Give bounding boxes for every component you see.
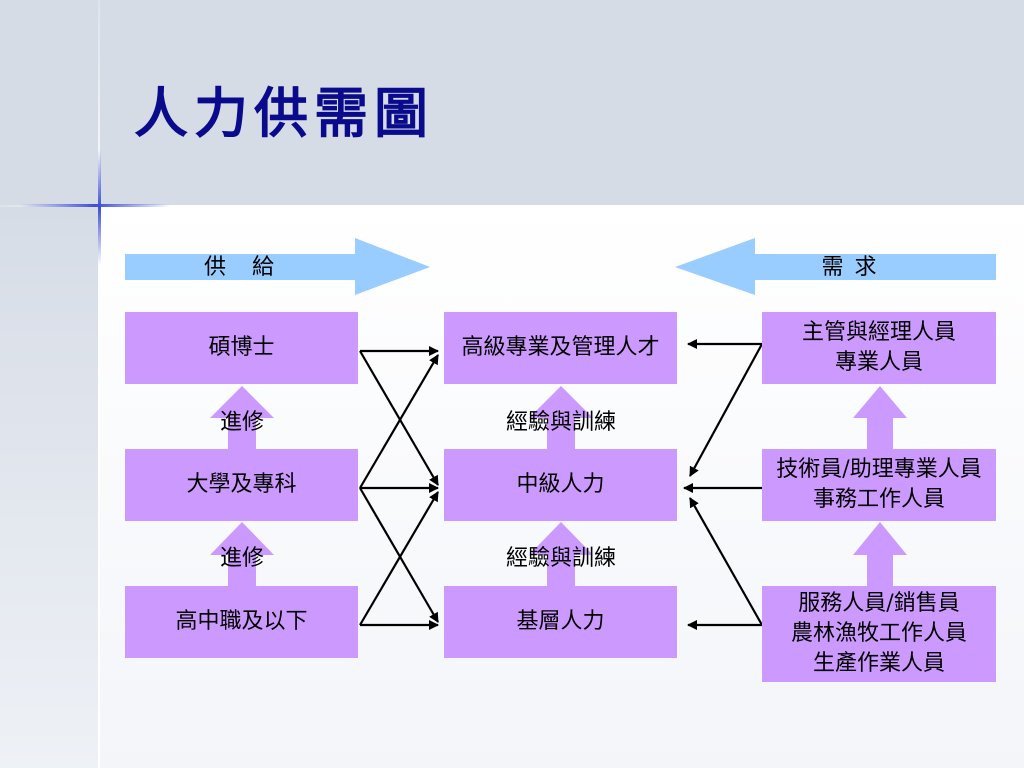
supply-up-arrow-2 [210,522,274,586]
supply-step-label-2: 進修 [219,546,264,571]
demand-box-service: 服務人員/銷售員 農林漁牧工作人員 生產作業人員 [762,586,996,682]
middle-box-mid: 中級人力 [444,449,677,521]
sparkle-horizontal [20,204,170,207]
supply-box-college: 大學及專科 [125,449,358,521]
demand-box-line: 事務工作人員 [812,487,945,512]
supply-header: 供 給 [203,255,276,280]
demand-box-line: 服務人員/銷售員 [798,591,960,616]
supply-up-arrow-1 [210,386,274,449]
middle-box-senior: 高級專業及管理人才 [444,312,677,384]
demand-flow-arrow [675,238,996,295]
demand-box-line: 生產作業人員 [812,651,945,676]
demand-header: 需 求 [821,255,879,280]
middle-step-label-1: 經驗與訓練 [505,410,616,435]
supply-flow-arrow [125,238,430,295]
demand-up-arrow-1 [853,386,907,449]
middle-box-label: 高級專業及管理人才 [461,335,660,360]
divider-horizontal [0,205,1024,207]
demand-up-arrow-2 [853,522,907,586]
left-band [0,205,98,768]
supply-box-label: 高中職及以下 [175,609,308,634]
demand-box-managers: 主管與經理人員 專業人員 [762,312,996,384]
middle-box-label: 基層人力 [516,609,605,634]
connector-d1-m2 [689,343,763,477]
middle-box-label: 中級人力 [516,472,605,497]
supply-box-label: 碩博士 [208,335,275,360]
middle-up-arrow-1 [529,386,593,449]
supply-box-phd: 碩博士 [125,312,358,384]
demand-box-line: 專業人員 [834,350,923,375]
demand-box-line: 主管與經理人員 [801,320,956,345]
divider-vertical [98,0,100,768]
middle-box-base: 基層人力 [444,586,677,658]
connector-s2-m1 [359,354,439,489]
connector-s2-m3 [359,487,439,623]
middle-up-arrow-2 [529,522,593,586]
middle-step-label-2: 經驗與訓練 [505,546,616,571]
demand-box-line: 農林漁牧工作人員 [790,621,967,646]
supply-step-label-1: 進修 [219,410,264,435]
connector-s1-m2 [359,350,439,486]
demand-box-technicians: 技術員/助理專業人員 事務工作人員 [762,449,996,521]
demand-box-line: 技術員/助理專業人員 [776,457,982,482]
slide-title: 人力供需圖 [134,81,434,145]
supply-box-highschool: 高中職及以下 [125,586,358,658]
supply-box-label: 大學及專科 [186,472,297,497]
sparkle-vertical [98,150,101,265]
connector-d3-m2 [689,497,763,626]
title-band [0,0,1024,205]
connector-s3-m2 [359,491,439,626]
